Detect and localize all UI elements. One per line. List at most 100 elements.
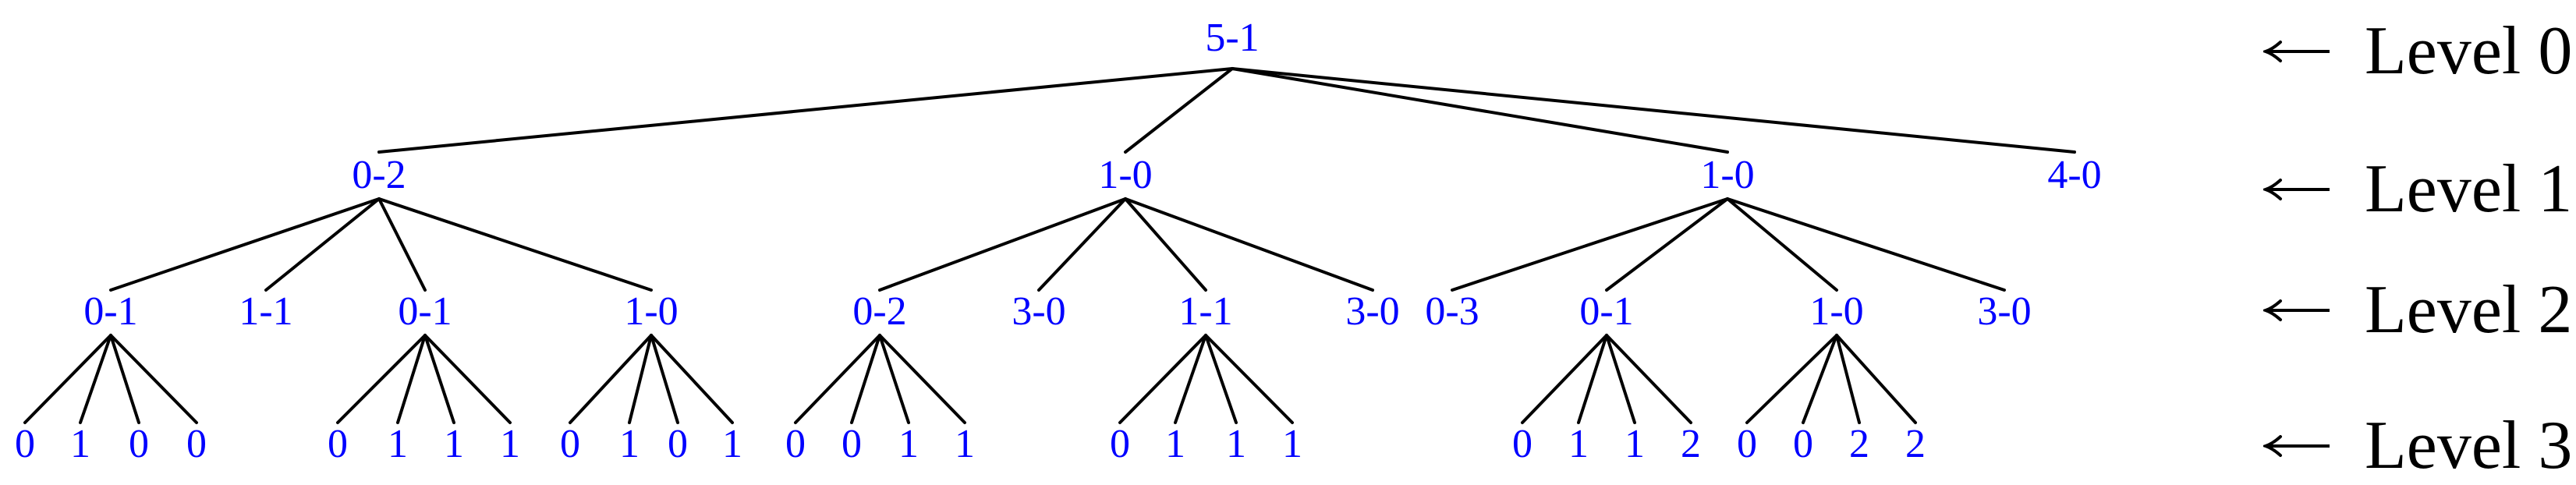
tree-leaf: 0 xyxy=(1737,422,1757,466)
tree-node-level2: 0-1 xyxy=(398,289,452,334)
tree-edge xyxy=(1118,334,1207,424)
tree-edge xyxy=(878,334,966,424)
tree-edge xyxy=(1521,334,1608,424)
tree-edge xyxy=(794,334,881,424)
tree-edge xyxy=(1451,197,1729,292)
tree-leaf: 0 xyxy=(1793,422,1813,466)
tree-leaf: 0 xyxy=(186,422,207,466)
tree-edge xyxy=(650,334,679,424)
level-annotation: Level 2 xyxy=(2263,276,2572,345)
tree-leaf: 1 xyxy=(1568,422,1589,466)
tree-edge xyxy=(377,197,427,292)
tree-edge xyxy=(628,334,653,424)
tree-leaf: 0 xyxy=(785,422,806,466)
left-arrow-icon xyxy=(2263,176,2332,203)
left-arrow-icon xyxy=(2263,433,2332,459)
tree-leaf: 1 xyxy=(1226,422,1246,466)
tree-edge xyxy=(109,197,381,292)
tree-leaf: 1 xyxy=(898,422,919,466)
tree-node-level1: 0-2 xyxy=(352,153,406,197)
tree-edge xyxy=(1745,334,1838,424)
tree-edge xyxy=(1124,197,1374,292)
tree-leaf: 0 xyxy=(328,422,348,466)
tree-edge xyxy=(1204,334,1294,424)
level-label: Level 3 xyxy=(2365,408,2573,483)
left-arrow-icon xyxy=(2263,38,2332,65)
tree-node-level2: 0-3 xyxy=(1425,289,1479,334)
tree-edge xyxy=(569,334,653,424)
tree-edge xyxy=(1124,197,1207,292)
tree-leaf: 1 xyxy=(1625,422,1645,466)
tree-edge xyxy=(377,197,653,292)
tree-edge xyxy=(1174,334,1207,424)
tree-node-level2: 0-2 xyxy=(852,289,907,334)
tree-leaf: 2 xyxy=(1849,422,1869,466)
tree-edge xyxy=(878,334,910,424)
tree-edge xyxy=(1231,67,2076,154)
tree-node-level1: 1-0 xyxy=(1700,153,1755,197)
level-annotation: Level 3 xyxy=(2263,412,2572,480)
tree-node-level2: 0-1 xyxy=(1579,289,1634,334)
tree-edge xyxy=(1124,67,1234,154)
tree-edge xyxy=(1835,334,1861,424)
level-annotation: Level 0 xyxy=(2263,17,2572,86)
tree-edge xyxy=(109,334,140,424)
tree-node-level2: 3-0 xyxy=(1012,289,1066,334)
tree-edge xyxy=(1231,67,1729,154)
level-annotation: Level 1 xyxy=(2263,155,2572,224)
tree-node-level1: 4-0 xyxy=(2047,153,2102,197)
tree-edge xyxy=(1577,334,1608,424)
tree-edge xyxy=(423,334,455,424)
tree-leaf: 2 xyxy=(1905,422,1926,466)
tree-leaf: 0 xyxy=(1512,422,1532,466)
tree-edge xyxy=(1802,334,1838,424)
tree-edge xyxy=(1204,334,1238,424)
tree-edge xyxy=(109,334,198,424)
tree-leaf: 1 xyxy=(619,422,640,466)
tree-edge xyxy=(423,334,512,424)
tree-node-level2: 3-0 xyxy=(1345,289,1400,334)
tree-edge xyxy=(1605,334,1636,424)
level-label: Level 0 xyxy=(2365,13,2573,89)
tree-edge xyxy=(1726,197,2006,292)
tree-edge xyxy=(1037,197,1127,292)
tree-leaf: 1 xyxy=(70,422,90,466)
tree-leaf: 1 xyxy=(1282,422,1302,466)
tree-edge xyxy=(650,334,734,424)
tree-leaf: 0 xyxy=(560,422,580,466)
tree-node-level1: 1-0 xyxy=(1098,153,1153,197)
tree-edge xyxy=(79,334,112,424)
left-arrow-icon xyxy=(2263,297,2332,324)
tree-edge xyxy=(23,334,112,424)
tree-edge xyxy=(1835,334,1917,424)
tree-edge xyxy=(1726,197,1838,292)
tree-leaf: 0 xyxy=(1110,422,1130,466)
tree-node-level2: 0-1 xyxy=(83,289,138,334)
tree-edge xyxy=(1605,197,1729,292)
tree-node-level2: 1-1 xyxy=(239,289,293,334)
tree-leaf: 2 xyxy=(1681,422,1701,466)
tree-edge xyxy=(396,334,427,424)
tree-leaf: 0 xyxy=(15,422,35,466)
tree-leaf: 1 xyxy=(955,422,975,466)
tree-edge xyxy=(850,334,881,424)
tree-edge xyxy=(878,197,1127,292)
tree-leaf: 1 xyxy=(388,422,408,466)
tree-leaf: 1 xyxy=(500,422,520,466)
tree-leaf: 1 xyxy=(722,422,742,466)
tree-node-root: 5-1 xyxy=(1205,16,1260,60)
tree-leaf: 0 xyxy=(129,422,149,466)
tree-edge xyxy=(377,67,1234,154)
tree-edge xyxy=(264,197,381,292)
tree-leaf: 0 xyxy=(668,422,688,466)
level-label: Level 1 xyxy=(2365,151,2573,227)
tree-node-level2: 1-0 xyxy=(1809,289,1864,334)
tree-leaf: 0 xyxy=(842,422,862,466)
tree-node-level2: 3-0 xyxy=(1977,289,2032,334)
tree-edge xyxy=(336,334,427,424)
level-label: Level 2 xyxy=(2365,272,2573,348)
tree-edge xyxy=(1605,334,1692,424)
tree-node-level2: 1-1 xyxy=(1178,289,1233,334)
